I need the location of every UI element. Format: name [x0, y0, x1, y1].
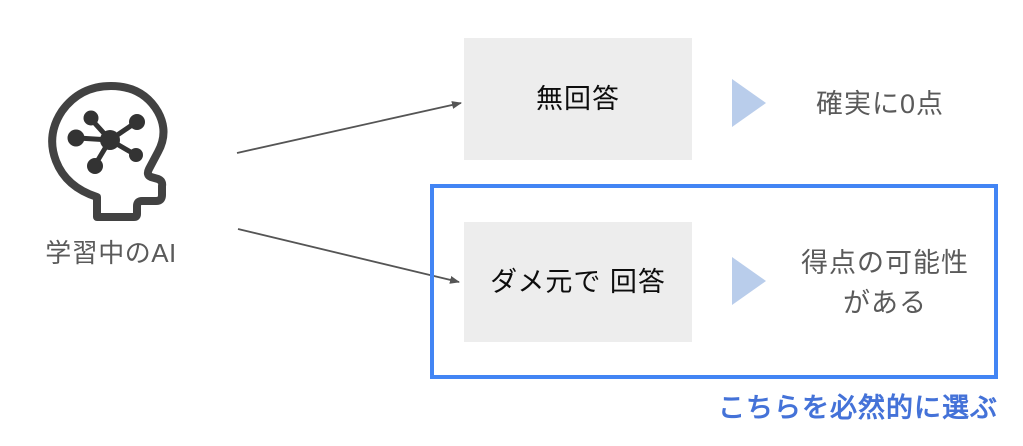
arrow-to-no-answer	[236, 101, 462, 154]
option-box-no-answer[interactable]: 無回答	[464, 38, 692, 160]
arrow-to-try-answer	[237, 228, 460, 284]
highlight-caption: こちらを必然的に選ぶ	[718, 393, 998, 423]
highlight-frame	[430, 184, 998, 379]
outcome-label-no-answer: 確実に0点	[815, 89, 945, 119]
play-triangle-icon-bottom	[732, 257, 766, 305]
option-box-try-answer[interactable]: ダメ元で 回答	[464, 222, 692, 342]
ai-head-network-icon	[38, 78, 184, 224]
outcome-label-try-answer: 得点の可能性 がある	[801, 248, 969, 318]
play-triangle-icon-top	[732, 79, 766, 127]
ai-source-label: 学習中のAI	[45, 238, 177, 268]
